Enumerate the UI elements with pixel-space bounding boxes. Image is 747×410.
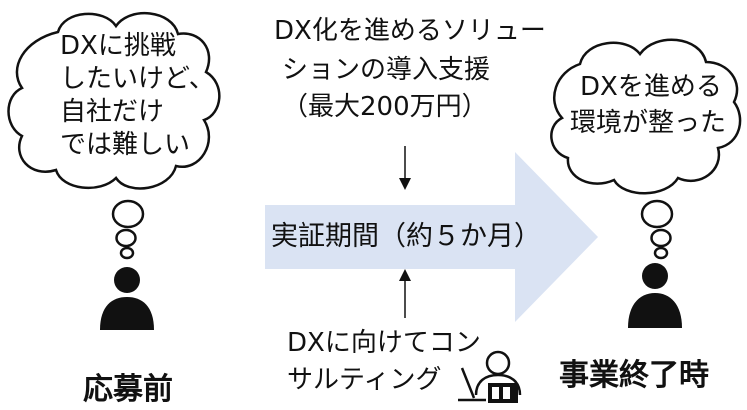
right-thought-line-2: 環境が整った [570,108,727,138]
right-thought-line-1: DXを進める [580,72,722,102]
left-person-icon [100,267,154,330]
solution-line-3: （最大200万円） [282,92,488,122]
left-thought-line-2: したいけど、 [60,64,215,94]
left-thought-line-3: 自社だけ [60,97,165,127]
left-thought-bubble-large [111,199,145,229]
right-thought-bubble-large [640,199,674,229]
consulting-line-1: DXに向けてコン [287,328,481,358]
arrow-label: 実証期間（約５か月） [271,221,541,252]
right-thought-bubble-medium [650,228,672,248]
solution-line-1: DX化を進めるソリュー [274,16,546,46]
left-thought-bubble-medium [115,228,137,248]
down-arrow [399,146,411,190]
left-thought-bubble-small [119,246,135,260]
project-end-caption: 事業終了時 [559,358,709,393]
left-thought-line-1: DXに挑戦 [60,31,176,61]
left-thought-line-4: では難しい [60,130,191,160]
solution-line-2: ションの導入支援 [282,55,491,85]
right-person-icon [628,263,682,328]
up-arrow [399,269,411,318]
left-thought-cloud [7,12,221,190]
process-arrow [265,152,598,322]
consulting-line-2: サルティング [287,365,442,395]
right-thought-cloud [550,38,742,195]
right-thought-bubble-small [653,246,669,260]
consultant-icon [458,350,522,403]
before-application-caption: 応募前 [83,372,173,407]
